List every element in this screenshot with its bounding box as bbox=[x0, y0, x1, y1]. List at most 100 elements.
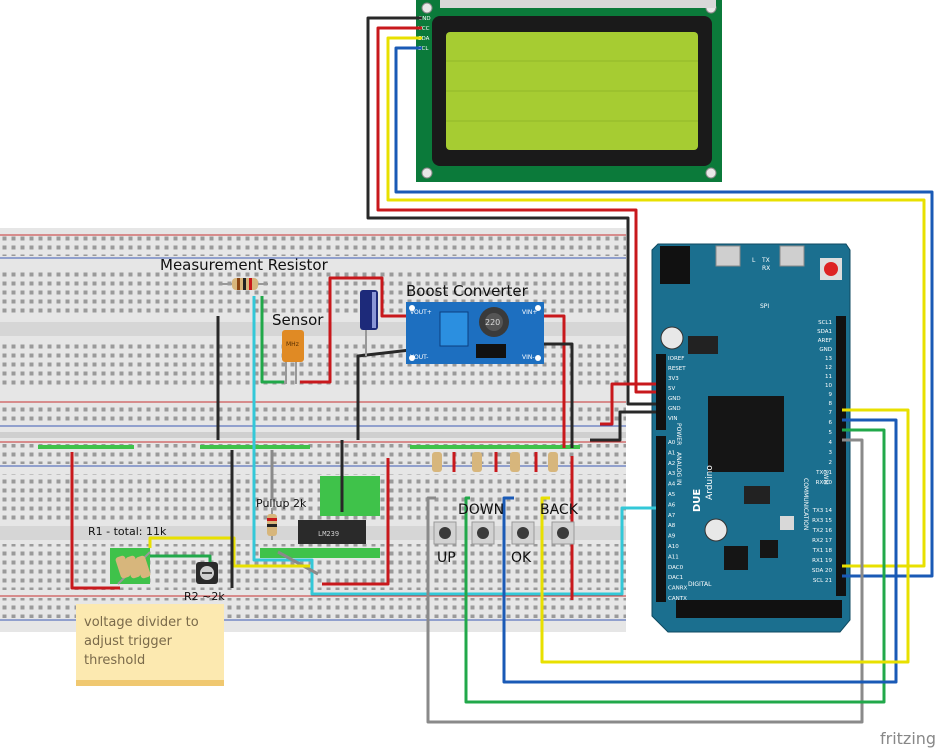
lcd-pin-label: VCC bbox=[418, 26, 430, 32]
wire-boost-vin-minus bbox=[542, 342, 574, 448]
wire-btn-up bbox=[426, 438, 864, 724]
digital-pin-label: 5 bbox=[829, 430, 833, 436]
pullup-resistor bbox=[267, 508, 277, 540]
analog-pin-label: A2 bbox=[668, 461, 675, 467]
wire-divider-red bbox=[70, 452, 120, 590]
r1-resistor-chain bbox=[115, 551, 151, 585]
wire-btn-ok bbox=[502, 418, 898, 684]
comm-pin-label: RX3 15 bbox=[812, 518, 832, 524]
wire-boost-vout-minus bbox=[356, 348, 411, 440]
lcd-mount-hole bbox=[421, 167, 433, 179]
comm-pin-label: TX2 16 bbox=[812, 528, 833, 534]
button-back[interactable] bbox=[551, 521, 575, 545]
analog-pin-label: DAC1 bbox=[668, 575, 683, 581]
button-ok[interactable] bbox=[511, 521, 535, 545]
tx-led-label: TX bbox=[761, 257, 770, 264]
wire-lcd-sda bbox=[386, 36, 926, 568]
vout-minus-label: VOUT- bbox=[410, 354, 428, 361]
erase-button[interactable] bbox=[780, 516, 794, 530]
measurement-resistor bbox=[222, 278, 268, 290]
wire-boost-vin-plus bbox=[542, 314, 566, 448]
power-pin-label: 5V bbox=[668, 386, 675, 392]
analog-pin-label: A8 bbox=[668, 523, 676, 529]
spi-label: SPI bbox=[760, 303, 769, 310]
lcd-pin-label: GND bbox=[418, 16, 431, 22]
digital-pin-label: 13 bbox=[825, 356, 832, 362]
r2-trimmer[interactable] bbox=[196, 562, 218, 584]
double-row-header bbox=[676, 600, 842, 618]
wire-comp-red bbox=[322, 458, 390, 586]
wire-divider-yellow bbox=[148, 536, 310, 568]
digital-pin-label: 6 bbox=[829, 420, 833, 426]
power-pin-label: GND bbox=[668, 396, 681, 402]
wire-sensor-cyan bbox=[252, 296, 656, 596]
wire-lcd-gnd bbox=[366, 16, 656, 406]
lm239-comparator: LM239 bbox=[298, 520, 366, 544]
button-pulldown-resistors bbox=[432, 452, 558, 472]
wire-lcd-scl bbox=[394, 46, 934, 578]
vin-plus-label: VIN+ bbox=[522, 309, 537, 316]
electrolytic-capacitor bbox=[360, 290, 378, 356]
sam3x-chip bbox=[708, 396, 784, 472]
analog-header bbox=[656, 436, 666, 602]
spi-header bbox=[744, 486, 770, 504]
analog-pin-label: A11 bbox=[668, 554, 679, 560]
wire-ic-gray bbox=[277, 550, 319, 576]
arduino-due-board: Arduino DUE IOREFRESET3V35VGNDGNDVINA0A1… bbox=[651, 243, 851, 633]
button-up[interactable] bbox=[433, 521, 457, 545]
label-back: BACK bbox=[540, 502, 579, 518]
analog-pin-label: A6 bbox=[668, 502, 676, 508]
note-line-1: voltage divider to bbox=[84, 615, 199, 630]
label-boost-converter: Boost Converter bbox=[406, 282, 529, 300]
wires bbox=[70, 16, 934, 724]
digital-pin-label: 9 bbox=[829, 392, 833, 398]
lcd-pin-label: SDA bbox=[418, 36, 430, 42]
annotation-labels: Measurement Resistor Sensor Boost Conver… bbox=[88, 256, 579, 603]
boost-converter: 220 VOUT+ VOUT- VIN+ VIN- bbox=[406, 302, 544, 364]
comm-label: COMMUNICATION bbox=[802, 478, 809, 530]
due-pin-labels: IOREFRESET3V35VGNDGNDVINA0A1A2A3A4A5A6A7… bbox=[668, 320, 833, 602]
sensor-piezo: MHz bbox=[282, 330, 304, 384]
label-down: DOWN bbox=[458, 502, 504, 518]
pwm-label: PWM bbox=[822, 470, 829, 485]
digital-pin-label: 11 bbox=[825, 374, 832, 380]
digital-pin-label: GND bbox=[819, 347, 832, 353]
label-r1: R1 - total: 11k bbox=[88, 525, 167, 538]
analog-pin-label: A9 bbox=[668, 534, 676, 540]
reset-button[interactable] bbox=[824, 262, 838, 276]
annotation-note: voltage divider to adjust trigger thresh… bbox=[76, 604, 224, 686]
analog-pin-label: CANTX bbox=[668, 596, 687, 602]
digital-pin-label: 2 bbox=[829, 460, 833, 466]
digital-pin-label: SCL1 bbox=[818, 320, 832, 326]
power-pin-label: 3V3 bbox=[668, 376, 679, 382]
digital-pin-label: AREF bbox=[818, 338, 832, 344]
comm-pin-label: TX3 14 bbox=[812, 508, 833, 514]
vout-plus-label: VOUT+ bbox=[410, 309, 432, 316]
analog-pin-label: CANRX bbox=[668, 586, 688, 592]
analog-pin-label: A1 bbox=[668, 450, 675, 456]
rx-led-label: RX bbox=[762, 265, 770, 272]
icsp-header bbox=[688, 336, 718, 354]
note-line-3: threshold bbox=[84, 653, 145, 668]
comm-pin-label: TX1 18 bbox=[812, 548, 833, 554]
wire-gnd bbox=[590, 410, 656, 442]
digital-pin-label: 3 bbox=[829, 450, 833, 456]
wire-btn-resistor-red bbox=[452, 452, 538, 472]
digital-pin-label: 7 bbox=[829, 410, 833, 416]
comm-pin-label: RX2 17 bbox=[812, 538, 832, 544]
digital-pin-label: 10 bbox=[825, 383, 832, 389]
l-led-label: L bbox=[752, 257, 756, 264]
comm-pin-label: RX1 19 bbox=[812, 558, 832, 564]
button-down[interactable] bbox=[471, 521, 495, 545]
digital-label: DIGITAL bbox=[688, 581, 712, 588]
power-pin-label: RESET bbox=[668, 366, 686, 372]
fritzing-watermark: fritzing bbox=[880, 729, 936, 748]
digital-pin-label: TX0 1 bbox=[815, 470, 832, 476]
analog-pin-label: A5 bbox=[668, 492, 676, 498]
label-pullup: Pullup 2k bbox=[256, 497, 307, 510]
power-pin-label: VIN bbox=[668, 416, 678, 422]
